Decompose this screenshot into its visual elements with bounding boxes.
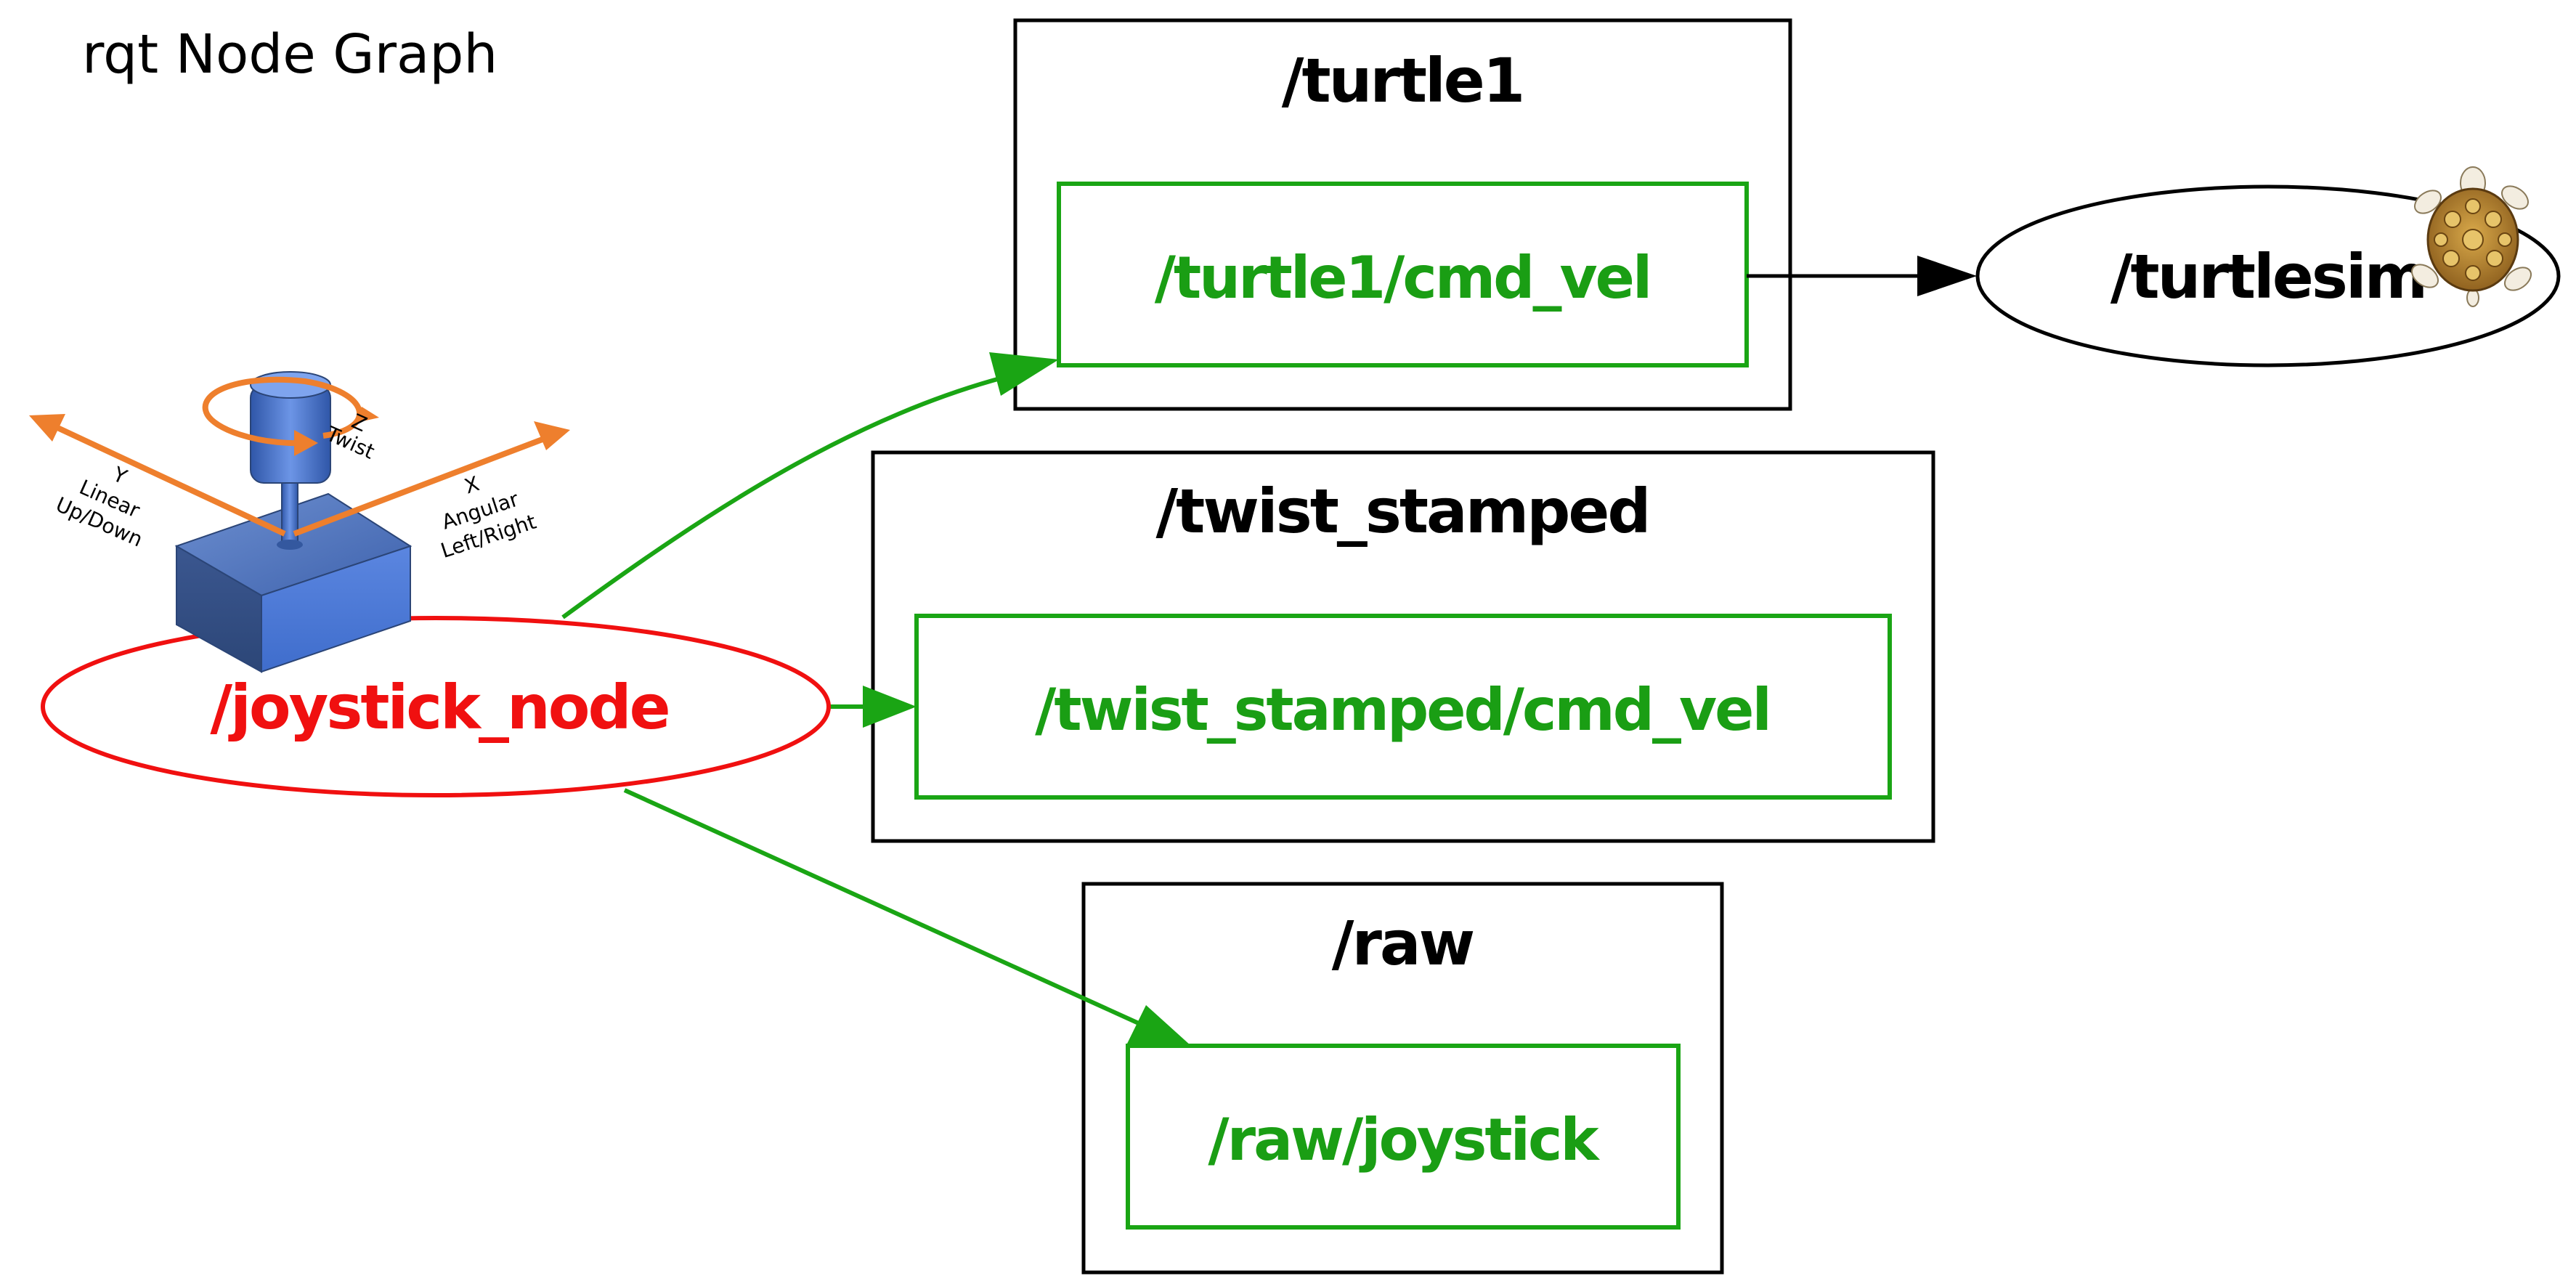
topic-label: /twist_stamped/cmd_vel <box>1035 676 1770 744</box>
joystick-icon: Z Twist Y Linear Up/Down X Angular Left/… <box>29 371 570 673</box>
y-axis-letter: Y <box>109 462 131 489</box>
node-label: /joystick_node <box>210 672 668 743</box>
namespace-turtle1[interactable]: /turtle1 <box>1013 18 1792 411</box>
topic-raw-joystick[interactable]: /raw/joystick <box>1126 1044 1681 1230</box>
namespace-raw[interactable]: /raw <box>1081 882 1724 1275</box>
node-joystick[interactable]: /joystick_node <box>41 616 831 797</box>
topic-label: /raw/joystick <box>1208 1106 1600 1174</box>
topic-label: /turtle1/cmd_vel <box>1155 244 1651 312</box>
x-axis-letter: X <box>461 471 482 498</box>
edge-joystick-to-turtle1-cmd-vel <box>561 352 1059 619</box>
namespace-label: /twist_stamped <box>1156 476 1649 547</box>
topic-turtle1-cmd-vel[interactable]: /turtle1/cmd_vel <box>1057 182 1749 367</box>
edge-joystick-to-raw-joystick <box>623 788 1191 1046</box>
edge-turtle1-cmd-vel-to-turtlesim <box>1747 256 1977 296</box>
node-turtlesim[interactable]: /turtlesim <box>1975 184 2561 367</box>
graph-title: rqt Node Graph <box>82 23 497 86</box>
namespace-label: /turtle1 <box>1282 45 1523 116</box>
namespace-label: /raw <box>1332 908 1474 979</box>
turtle-icon <box>2410 166 2532 307</box>
namespace-twist-stamped[interactable]: /twist_stamped <box>871 450 1935 843</box>
topic-twist-stamped-cmd-vel[interactable]: /twist_stamped/cmd_vel <box>914 614 1892 800</box>
edge-joystick-to-twist-stamped-cmd-vel <box>829 686 917 728</box>
node-label: /turtlesim <box>2110 241 2426 312</box>
